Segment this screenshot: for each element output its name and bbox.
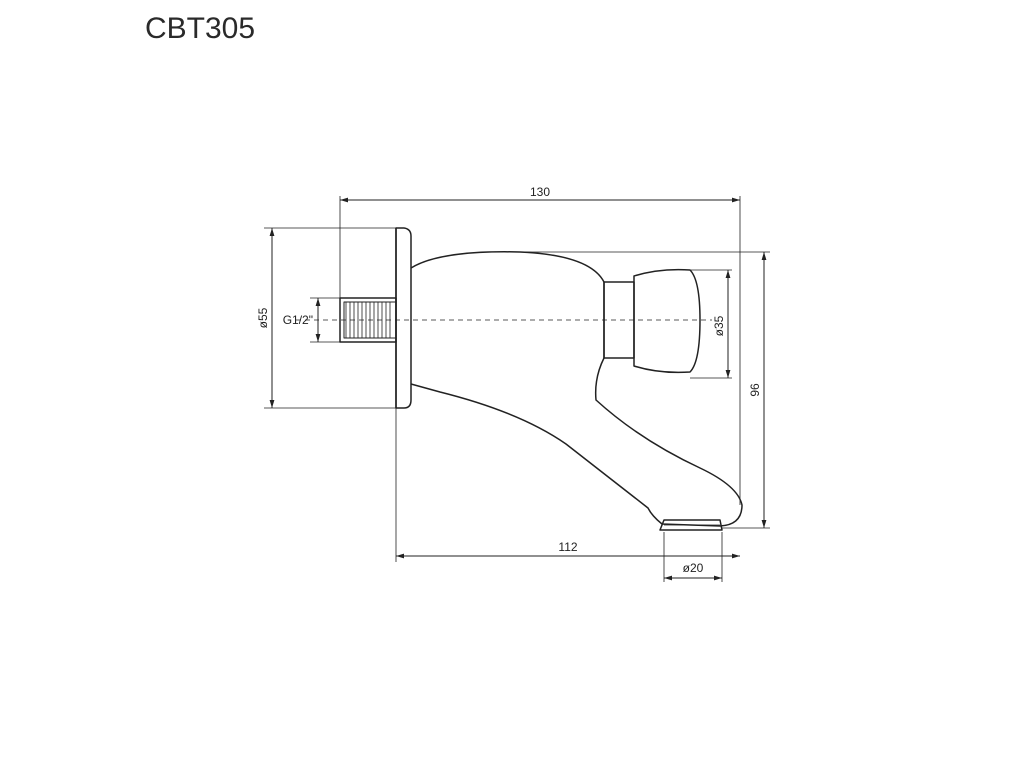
dimension-lines xyxy=(269,197,767,581)
dim-outlet-diameter: ø20 xyxy=(683,561,704,575)
dim-thread: G1/2" xyxy=(283,313,313,327)
dim-button-diameter: ø35 xyxy=(712,315,726,336)
dim-height: 96 xyxy=(748,383,762,397)
extension-lines xyxy=(264,196,770,582)
dim-overall-length: 130 xyxy=(530,185,550,199)
wall-flange xyxy=(395,227,412,409)
drawing-title: CBT305 xyxy=(145,12,256,45)
aerator xyxy=(659,519,723,531)
push-button xyxy=(633,268,701,374)
dim-flange-diameter: ø55 xyxy=(256,307,270,328)
faucet-body xyxy=(410,251,743,527)
faucet-outline xyxy=(339,227,743,531)
dim-spout-length: 112 xyxy=(558,540,577,554)
